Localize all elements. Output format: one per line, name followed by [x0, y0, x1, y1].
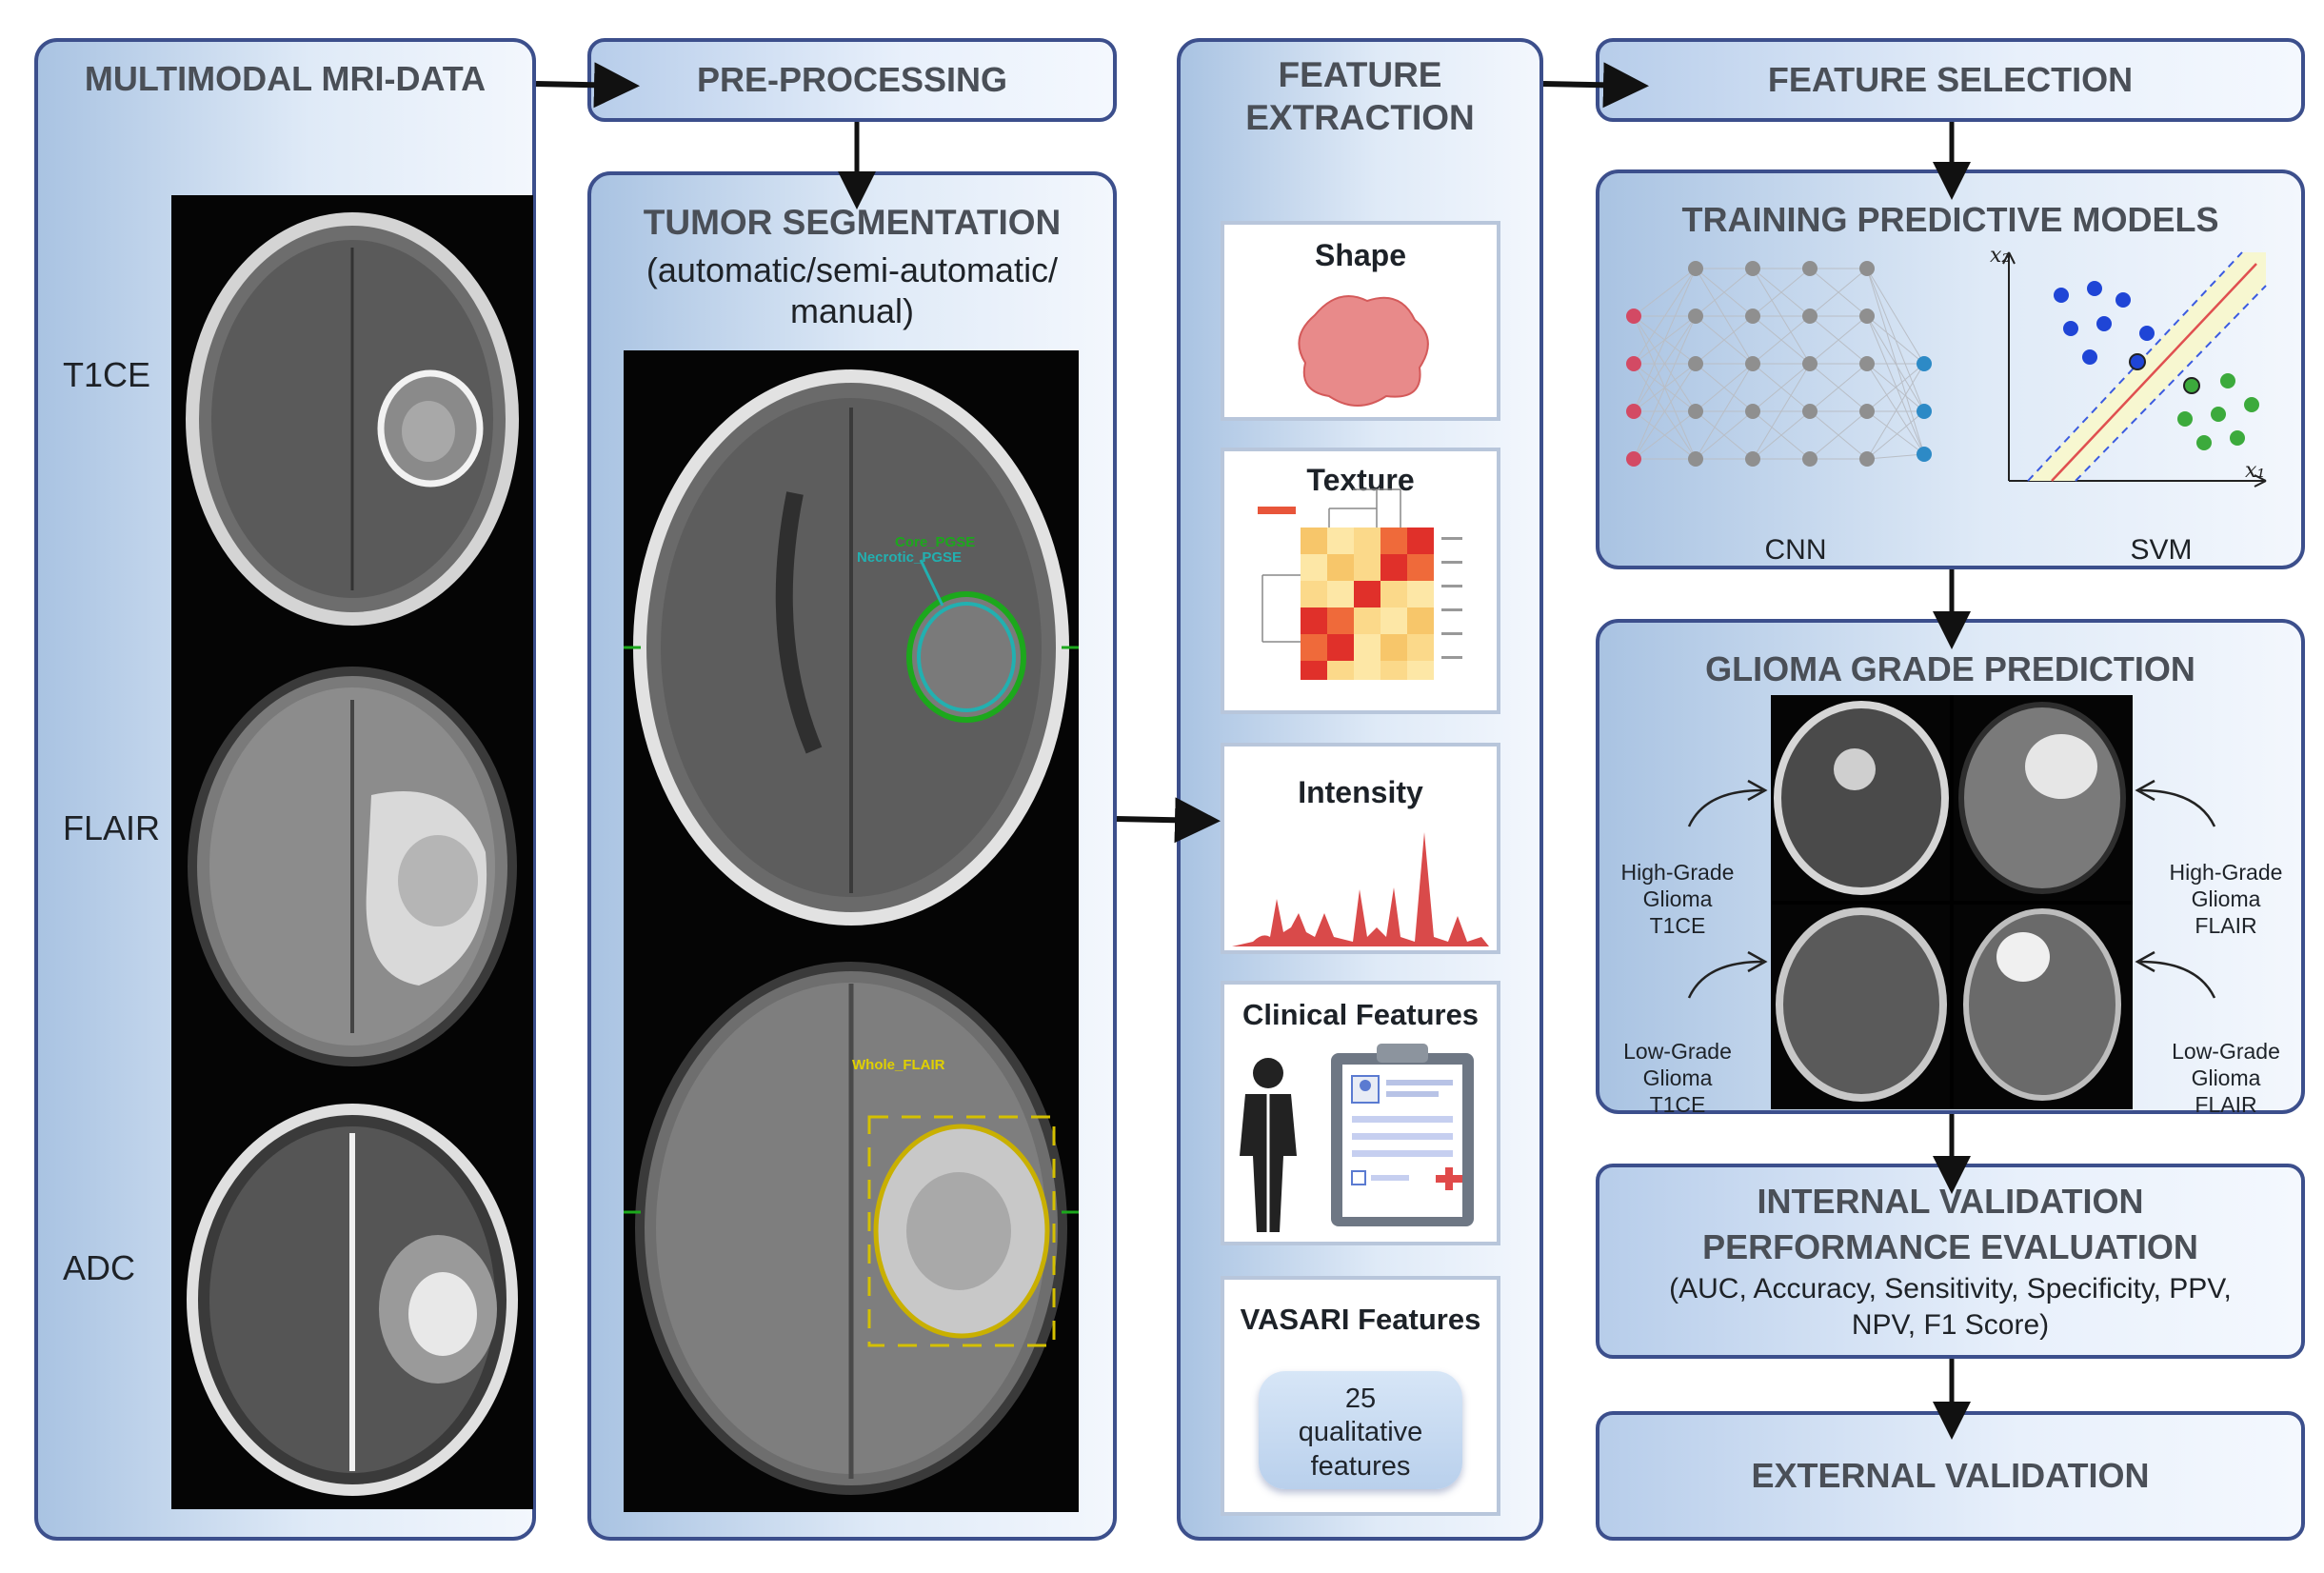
internal-validation-metrics-line1: (AUC, Accuracy, Sensitivity, Specificity…: [1669, 1272, 2232, 1304]
internal-validation-box: INTERNAL VALIDATION PERFORMANCE EVALUATI…: [1596, 1164, 2305, 1359]
clinical-card-title: Clinical Features: [1241, 998, 1480, 1031]
hg-flair-line2: Glioma: [2191, 886, 2261, 912]
lg-t1ce-label: Low-Grade Glioma T1CE: [1611, 1038, 1744, 1118]
lg-flair-line2: Glioma: [2191, 1065, 2261, 1091]
hg-t1ce-line1: High-Grade: [1620, 860, 1735, 885]
necrotic-pgse-label: Necrotic_PGSE: [857, 549, 962, 566]
cnn-label: CNN: [1764, 534, 1827, 566]
vasari-qualitative: qualitative: [1298, 1417, 1423, 1448]
training-models-title: TRAINING PREDICTIVE MODELS: [1681, 200, 2219, 239]
external-validation-box: EXTERNAL VALIDATION: [1596, 1411, 2305, 1541]
lg-flair-label: Low-Grade Glioma FLAIR: [2159, 1038, 2293, 1118]
feature-extraction-title-line2: EXTRACTION: [1245, 98, 1475, 137]
modality-label-adc: ADC: [63, 1248, 136, 1287]
mri-t1ce-image: [171, 195, 533, 643]
internal-validation-line1: INTERNAL VALIDATION: [1757, 1181, 2144, 1221]
segmentation-subtitle-line1: (automatic/semi-automatic/: [646, 250, 1059, 289]
hg-flair-label: High-Grade Glioma FLAIR: [2159, 859, 2293, 939]
hg-t1ce-line2: Glioma: [1642, 886, 1713, 912]
hg-flair-line1: High-Grade: [2169, 860, 2283, 885]
segmentation-flair-image: Whole_FLAIR: [624, 946, 1079, 1512]
intensity-histogram-icon: [1232, 832, 1489, 946]
modality-label-flair: FLAIR: [63, 808, 161, 847]
lg-t1ce-line2: Glioma: [1642, 1065, 1713, 1091]
clinical-feature-card: Clinical Features: [1221, 981, 1500, 1245]
lg-t1ce-line3: T1CE: [1649, 1092, 1706, 1118]
modality-label-t1ce: T1CE: [63, 355, 151, 394]
mri-adc-image: [171, 1085, 533, 1509]
texture-card-title: Texture: [1306, 463, 1415, 497]
internal-validation-metrics-line2: NPV, F1 Score): [1851, 1308, 2050, 1341]
glioma-mri-grid-drawing: [1771, 695, 2133, 1109]
glioma-arrows: [1687, 779, 2216, 999]
vasari-features-word: features: [1310, 1450, 1411, 1482]
segmentation-t1ce-image: Core_PGSE Necrotic_PGSE: [624, 350, 1079, 946]
intensity-feature-card: Intensity: [1221, 743, 1500, 954]
texture-heatmap-icon: [1258, 488, 1462, 680]
flair-brain-drawing: [188, 667, 517, 1066]
hg-t1ce-label: High-Grade Glioma T1CE: [1611, 859, 1744, 939]
shape-card-title: Shape: [1314, 238, 1407, 272]
hg-flair-line3: FLAIR: [2195, 913, 2257, 939]
feature-selection-title: FEATURE SELECTION: [1767, 60, 2134, 99]
feature-extraction-title-line1: FEATURE: [1278, 55, 1442, 94]
svm-label: SVM: [2130, 534, 2193, 566]
segmentation-subtitle-line2: manual): [789, 291, 915, 330]
seg-flair-brain-drawing: Whole_FLAIR: [624, 962, 1079, 1495]
vasari-card-title: VASARI Features: [1240, 1303, 1481, 1336]
lg-t1ce-line1: Low-Grade: [1623, 1039, 1732, 1064]
vasari-feature-card: VASARI Features 25 qualitative features: [1221, 1276, 1500, 1516]
intensity-card-title: Intensity: [1298, 775, 1423, 809]
external-validation-title: EXTERNAL VALIDATION: [1751, 1456, 2150, 1495]
multimodal-mri-title: MULTIMODAL MRI-DATA: [84, 59, 487, 98]
t1ce-brain-drawing: [186, 212, 519, 626]
training-models-panel: [1596, 169, 2305, 569]
feature-selection-box: FEATURE SELECTION: [1596, 38, 2305, 122]
core-pgse-label: Core_PGSE: [895, 534, 975, 550]
glioma-grade-title: GLIOMA GRADE PREDICTION: [1705, 649, 2195, 688]
pre-processing-box: PRE-PROCESSING: [587, 38, 1117, 122]
pre-processing-title: PRE-PROCESSING: [696, 60, 1008, 99]
shape-feature-card: Shape: [1221, 221, 1500, 421]
mri-flair-image: [171, 643, 533, 1085]
seg-t1ce-brain-drawing: Core_PGSE Necrotic_PGSE: [624, 369, 1079, 926]
texture-feature-card: Texture: [1221, 448, 1500, 714]
tumor-segmentation-title: TUMOR SEGMENTATION: [643, 203, 1062, 242]
svg-text:x₂: x₂: [1990, 244, 2010, 268]
svg-text:x₁: x₁: [2245, 459, 2265, 483]
hg-t1ce-line3: T1CE: [1649, 913, 1706, 939]
shape-blob-icon: [1298, 295, 1429, 407]
internal-validation-line2: PERFORMANCE EVALUATION: [1702, 1226, 2198, 1266]
glioma-prediction-images: [1771, 695, 2133, 1109]
adc-brain-drawing: [187, 1104, 518, 1496]
lg-flair-line3: FLAIR: [2195, 1092, 2257, 1118]
cnn-network-icon: [1626, 261, 1932, 467]
vasari-count: 25: [1344, 1384, 1377, 1414]
patient-clipboard-icon: [1240, 1044, 1474, 1232]
vasari-count-badge: 25 qualitative features: [1259, 1371, 1462, 1489]
lg-flair-line1: Low-Grade: [2172, 1039, 2280, 1064]
whole-flair-label: Whole_FLAIR: [852, 1057, 945, 1073]
svm-plot-icon: x₂ x₁: [1990, 244, 2267, 488]
